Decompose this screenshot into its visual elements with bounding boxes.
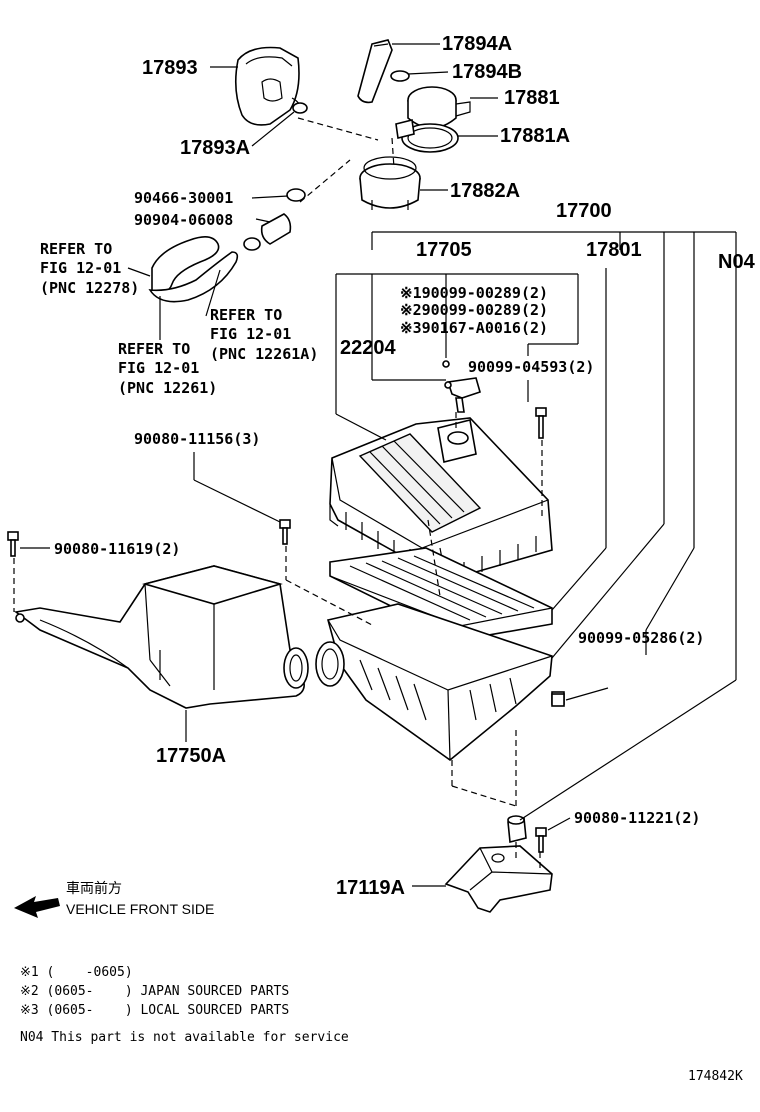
front-side-en-label: VEHICLE FRONT SIDE <box>66 901 214 917</box>
label-17894B: 17894B <box>452 61 522 83</box>
bolt-90080-11156-drawing <box>279 519 291 545</box>
label-17119A: 17119A <box>336 877 405 899</box>
air-duct-17750A-drawing <box>14 565 309 709</box>
label-17801: 17801 <box>586 239 642 261</box>
label-17750A: 17750A <box>156 745 226 767</box>
label-17893: 17893 <box>142 57 198 79</box>
ref1-line3: (PNC 12278) <box>40 279 139 297</box>
front-direction-arrow-icon <box>14 896 60 918</box>
part-labels: 17893 17893A 17894A 17894B 17881 17881A … <box>54 33 756 899</box>
front-side-jp-label: 車両前方 <box>66 880 122 896</box>
grommet-90080-11221-drawing <box>507 815 547 853</box>
ref3-line3: (PNC 12261) <box>118 379 217 397</box>
ref2-line3: (PNC 12261A) <box>210 345 318 363</box>
label-star2-90099-00289: ※290099-00289(2) <box>400 301 548 319</box>
ref3-line1: REFER TO <box>118 340 190 358</box>
label-22204: 22204 <box>340 337 396 359</box>
ref-hoses-drawing <box>148 236 239 303</box>
footnote-1: ※1 ( -0605) <box>20 965 133 980</box>
ref1-line1: REFER TO <box>40 240 112 258</box>
label-90080-11156: 90080-11156(3) <box>134 430 260 448</box>
hose-17894A-drawing <box>357 39 410 104</box>
footnote-n04: N04 This part is not available for servi… <box>20 1030 349 1045</box>
ref2-line2: FIG 12-01 <box>210 325 291 343</box>
label-N04: N04 <box>718 251 756 273</box>
label-90080-11619: 90080-11619(2) <box>54 540 180 558</box>
ref1-line2: FIG 12-01 <box>40 259 121 277</box>
hose-clamp-drawing <box>243 188 306 251</box>
label-90904-06008: 90904-06008 <box>134 211 233 229</box>
bracket-17119A-drawing <box>444 845 553 913</box>
footnotes: ※1 ( -0605) ※2 (0605- ) JAPAN SOURCED PA… <box>20 965 349 1045</box>
label-17882A: 17882A <box>450 180 520 202</box>
bolt-90099-04593-drawing <box>535 407 547 439</box>
air-cleaner-cap-drawing <box>329 417 553 581</box>
label-17893A: 17893A <box>180 137 250 159</box>
air-cleaner-case-drawing <box>315 603 565 762</box>
label-17700: 17700 <box>556 200 612 222</box>
vehicle-front-indicator: 車両前方 VEHICLE FRONT SIDE <box>14 880 214 918</box>
footnote-2: ※2 (0605- ) JAPAN SOURCED PARTS <box>20 984 289 999</box>
label-90080-11221: 90080-11221(2) <box>574 809 700 827</box>
grommet-90099-05286-drawing <box>551 693 565 707</box>
label-17881A: 17881A <box>500 125 570 147</box>
leader-lines <box>20 43 737 887</box>
label-90099-04593: 90099-04593(2) <box>468 358 594 376</box>
ref2-line1: REFER TO <box>210 306 282 324</box>
assembly-dash-lines <box>13 117 543 872</box>
label-17881: 17881 <box>504 87 560 109</box>
connector-stack-17881-drawing <box>359 86 471 210</box>
label-90466-30001: 90466-30001 <box>134 189 233 207</box>
label-17705: 17705 <box>416 239 472 261</box>
diagram-id: 174842K <box>688 1069 743 1084</box>
label-17894A: 17894A <box>442 33 512 55</box>
bolt-90080-11619-drawing <box>7 531 19 557</box>
label-star3-90167-A0016: ※390167-A0016(2) <box>400 319 548 337</box>
resonator-17893-drawing <box>234 46 308 126</box>
footnote-3: ※3 (0605- ) LOCAL SOURCED PARTS <box>20 1003 289 1018</box>
label-star1-90099-00289: ※190099-00289(2) <box>400 284 548 302</box>
air-flow-meter-22204-drawing <box>442 360 481 413</box>
label-90099-05286: 90099-05286(2) <box>578 629 704 647</box>
refer-to-labels: REFER TO FIG 12-01 (PNC 12278) REFER TO … <box>40 240 318 397</box>
ref3-line2: FIG 12-01 <box>118 359 199 377</box>
